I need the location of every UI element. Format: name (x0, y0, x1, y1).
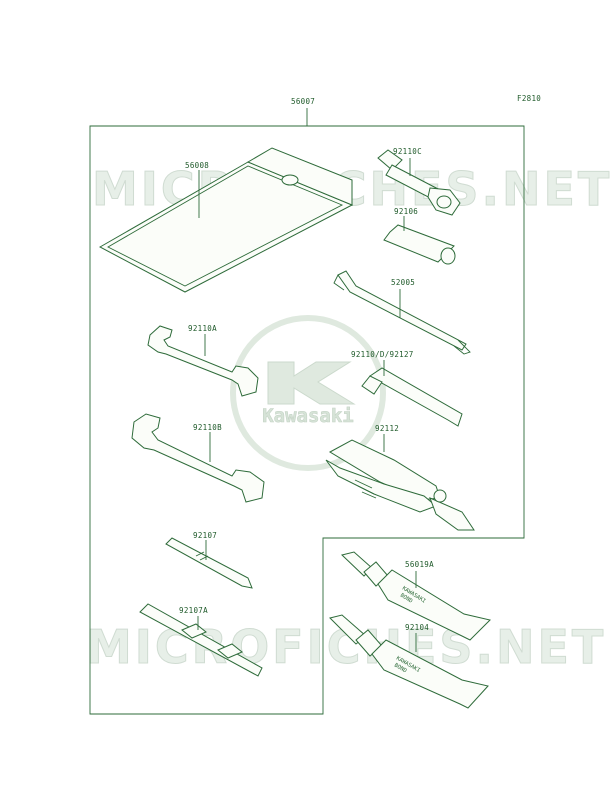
figure-code: F2810 (517, 94, 541, 103)
open-end-wrench-b: 92110B (131, 413, 265, 503)
assembly-frame: 56007 (89, 97, 525, 715)
pliers: 92112 (325, 424, 475, 531)
label-92107A: 92107A (179, 606, 208, 615)
label-92106: 92106 (394, 207, 418, 216)
kawasaki-logo: Kawasaki (230, 315, 386, 471)
label-92110A: 92110A (188, 324, 217, 333)
hex-wrench: 92110/D/92127 (351, 350, 463, 427)
open-end-wrench-a: 92110A (147, 324, 259, 397)
label-92104: 92104 (405, 623, 429, 632)
screwdriver: 92107 (165, 531, 253, 589)
bond-tube: KAWASAKI BOND 92104 (329, 614, 489, 709)
label-92110C: 92110C (393, 147, 422, 156)
logo-text: Kawasaki (262, 405, 354, 427)
screwdriver-grip: 92107A (139, 603, 263, 677)
spark-plug-socket: 92106 (383, 207, 456, 265)
tube-text-2: BOND (393, 663, 407, 675)
label-52005: 52005 (391, 278, 415, 287)
assembly-number: 56007 (291, 97, 315, 106)
tool-bag: 56008 (98, 147, 354, 293)
label-92107: 92107 (193, 531, 217, 540)
handle-bar: 52005 (333, 270, 471, 355)
label-56008: 56008 (185, 161, 209, 170)
label-56019A: 56019A (405, 560, 434, 569)
box-wrench: 92110C (377, 147, 461, 216)
bond-tube-a: KAWASAKI BOND 56019A (340, 551, 491, 641)
label-92110B: 92110B (193, 423, 222, 432)
label-92112: 92112 (375, 424, 399, 433)
label-92110D92127: 92110/D/92127 (351, 350, 414, 359)
